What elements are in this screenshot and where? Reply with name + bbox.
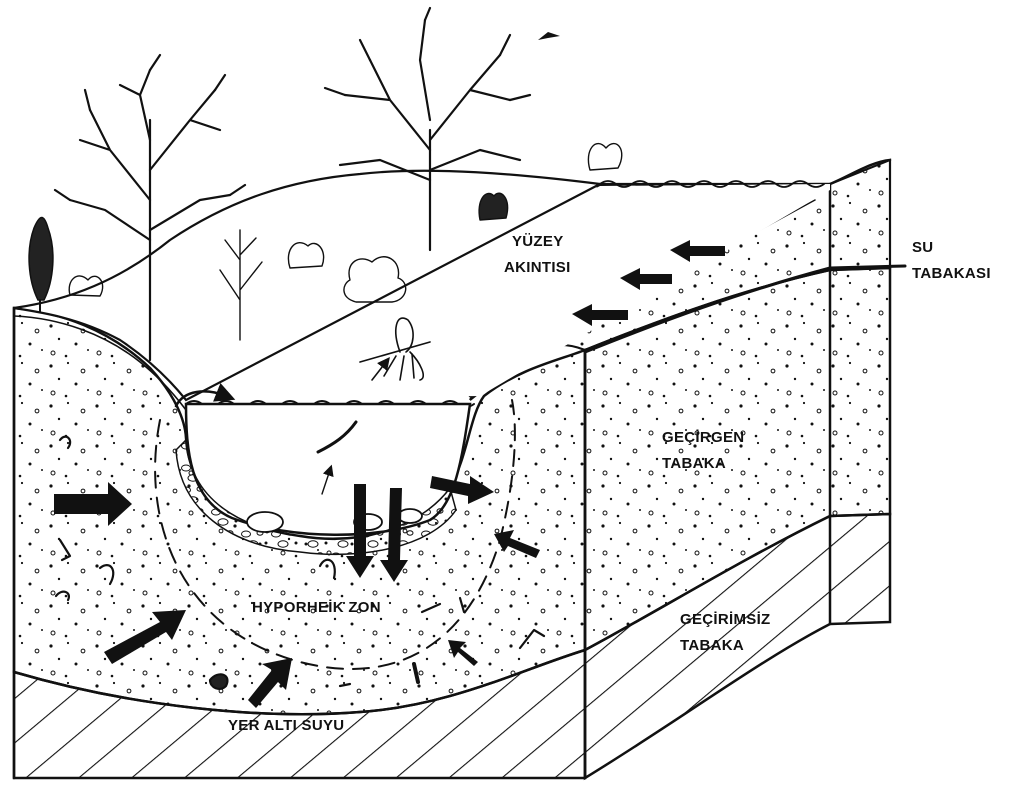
conifer-left xyxy=(29,218,53,313)
bird xyxy=(538,32,560,40)
label-water-table-2: TABAKASI xyxy=(912,265,991,282)
label-permeable-layer-2: TABAKA xyxy=(662,455,726,472)
label-impermeable-layer-1: GEÇİRİMSİZ xyxy=(680,611,771,628)
label-groundwater: YER ALTI SUYU xyxy=(228,717,344,734)
label-surface-runoff-1: YÜZEY xyxy=(512,233,563,250)
label-hyporheic-zone: HYPORHEİK ZON xyxy=(252,599,381,616)
label-water-table-1: SU xyxy=(912,239,933,256)
label-impermeable-layer-2: TABAKA xyxy=(680,637,744,654)
label-permeable-layer-1: GEÇİRGEN xyxy=(662,429,744,446)
svg-text:SU TABAKASI: SU TABAKASI xyxy=(912,239,991,282)
label-surface-runoff-2: AKINTISI xyxy=(504,259,571,276)
